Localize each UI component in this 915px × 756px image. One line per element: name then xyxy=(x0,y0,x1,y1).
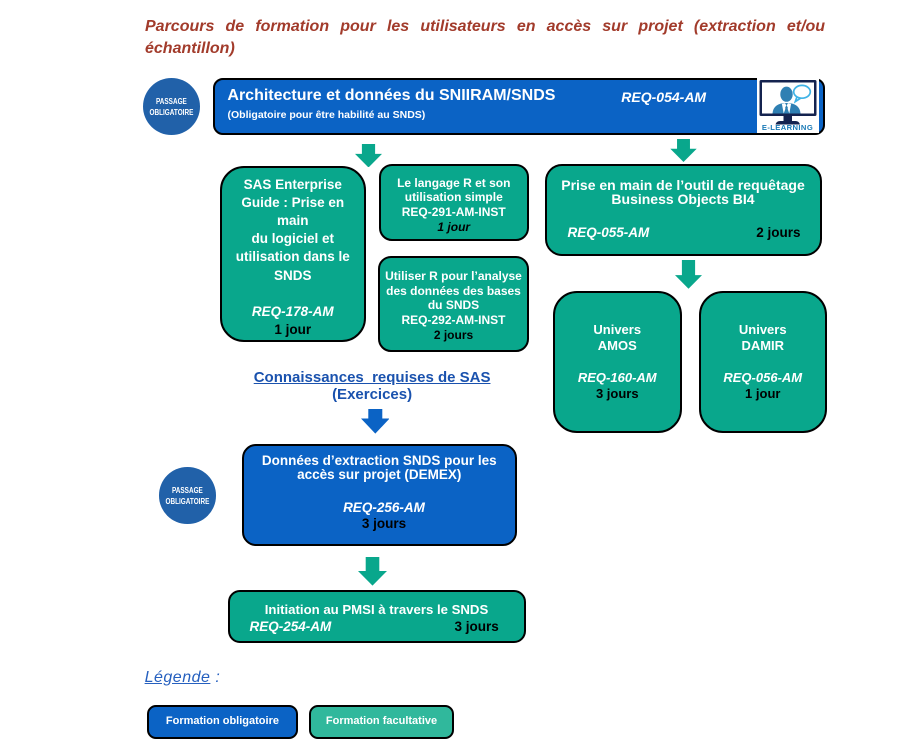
svg-text:E-LEARNING: E-LEARNING xyxy=(761,123,812,132)
